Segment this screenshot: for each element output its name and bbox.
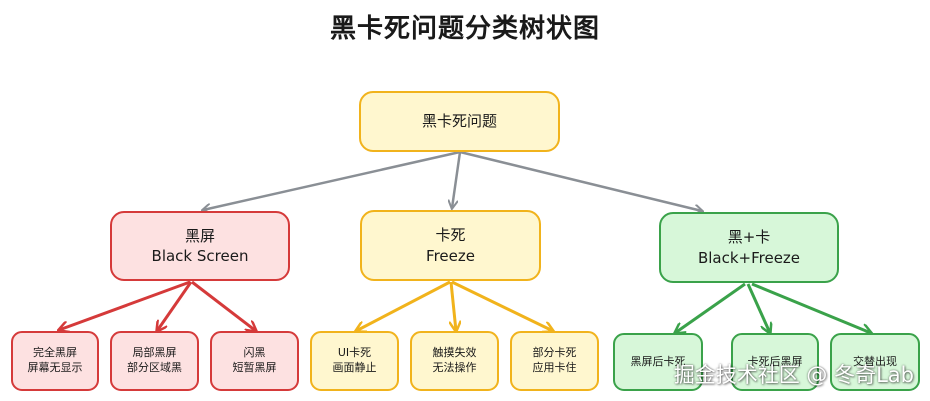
edge-root-to-mixed xyxy=(459,150,702,211)
leaf-node: 卡死后黑屏 xyxy=(731,333,819,391)
leaf-label-primary: 部分卡死 xyxy=(532,346,577,360)
edge-black-to-leaf2 xyxy=(157,281,193,331)
edge-freeze-to-leaf2 xyxy=(451,281,456,331)
leaf-label-secondary: 应用卡住 xyxy=(532,361,577,374)
leaf-label-secondary: 无法操作 xyxy=(432,361,477,374)
edge-freeze-to-leaf1 xyxy=(356,280,451,331)
diagram-title: 黑卡死问题分类树状图 xyxy=(329,14,600,44)
leaf-label-secondary: 屏幕无显示 xyxy=(27,361,83,374)
branch-label-cn: 黑+卡 xyxy=(727,228,771,247)
leaf-label-primary: 触摸失效 xyxy=(432,346,477,360)
leaf-node: 触摸失效 无法操作 xyxy=(410,331,499,391)
root-node: 黑卡死问题 xyxy=(359,91,560,152)
branch-label-cn: 卡死 xyxy=(435,226,466,245)
edge-mixed-to-leaf1 xyxy=(675,282,746,333)
edge-mixed-to-leaf2 xyxy=(746,283,770,333)
branch-label-en: Black+Freeze xyxy=(697,248,801,267)
branch-node-black-screen: 黑屏 Black Screen xyxy=(110,211,290,281)
edge-freeze-to-leaf3 xyxy=(451,280,553,331)
root-label: 黑卡死问题 xyxy=(421,112,497,131)
edge-mixed-to-leaf3 xyxy=(751,282,871,333)
branch-node-black-freeze: 黑+卡 Black+Freeze xyxy=(659,212,839,283)
leaf-node: 部分卡死 应用卡住 xyxy=(510,331,599,391)
leaf-label-primary: UI卡死 xyxy=(337,346,372,360)
branch-label-en: Black Screen xyxy=(151,247,249,265)
branch-label-en: Freeze xyxy=(426,246,475,265)
edge-black-to-leaf1 xyxy=(59,280,191,330)
edge-black-to-leaf3 xyxy=(191,280,256,331)
branch-node-freeze: 卡死 Freeze xyxy=(360,210,541,281)
leaf-node: 黑屏后卡死 xyxy=(613,333,703,391)
leaf-node: 局部黑屏 部分区域黑 xyxy=(110,331,199,391)
leaf-label-primary: 黑屏后卡死 xyxy=(630,354,686,368)
leaf-node: 交替出现 xyxy=(830,333,920,391)
leaf-label-primary: 闪黑 xyxy=(243,346,266,360)
leaf-node: UI卡死 画面静止 xyxy=(310,331,399,391)
leaf-label-primary: 完全黑屏 xyxy=(33,346,77,360)
edge-root-to-freeze xyxy=(452,151,462,208)
leaf-label-secondary: 短暂黑屏 xyxy=(232,361,277,374)
leaf-label-secondary: 部分区域黑 xyxy=(127,361,182,374)
watermark-text: 掘金技术社区 @ 冬奇Lab xyxy=(673,363,914,387)
leaf-label-primary: 局部黑屏 xyxy=(132,346,177,360)
leaf-node: 闪黑 短暂黑屏 xyxy=(210,331,299,391)
leaf-label-secondary: 画面静止 xyxy=(332,361,377,374)
edge-root-to-black xyxy=(203,150,461,210)
leaf-label-primary: 交替出现 xyxy=(853,354,897,368)
leaf-label-primary: 卡死后黑屏 xyxy=(747,354,803,368)
leaf-node: 完全黑屏 屏幕无显示 xyxy=(11,331,99,391)
branch-label-cn: 黑屏 xyxy=(184,226,215,245)
